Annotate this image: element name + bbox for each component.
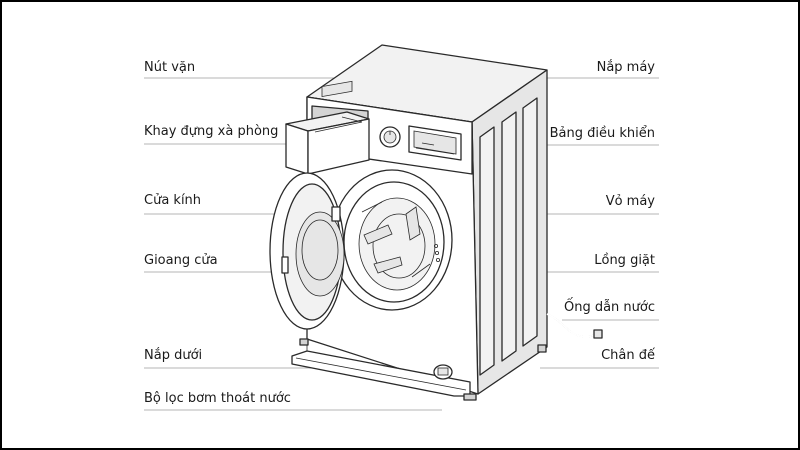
label-detergent-tray: Khay đựng xà phòng	[144, 124, 279, 139]
display-screen	[408, 125, 462, 161]
label-glass-door: Cửa kính	[144, 193, 202, 208]
label-door-gasket: Gioang cửa	[144, 253, 218, 268]
label-knob: Nút vặn	[144, 60, 196, 75]
label-casing: Vỏ máy	[605, 194, 655, 209]
label-bottom-cover: Nắp dưới	[144, 348, 203, 363]
label-drum: Lồng giặt	[594, 253, 655, 268]
label-control-panel: Bảng điều khiển	[549, 126, 655, 141]
label-water-hose: Ống dẫn nước	[563, 300, 655, 315]
water-hose	[546, 313, 603, 339]
side-ribs	[479, 97, 538, 376]
label-base-feet: Chân đế	[601, 348, 655, 363]
label-drain-pump-filter: Bộ lọc bơm thoát nước	[144, 391, 291, 406]
detergent-tray-drawer	[285, 80, 370, 175]
label-top-cover: Nắp máy	[596, 60, 655, 75]
drain-filter	[433, 364, 453, 380]
indicator-dots	[433, 243, 440, 262]
drum-opening	[331, 169, 453, 311]
knob	[379, 126, 401, 148]
feet	[299, 338, 547, 401]
glass-door	[269, 172, 345, 330]
